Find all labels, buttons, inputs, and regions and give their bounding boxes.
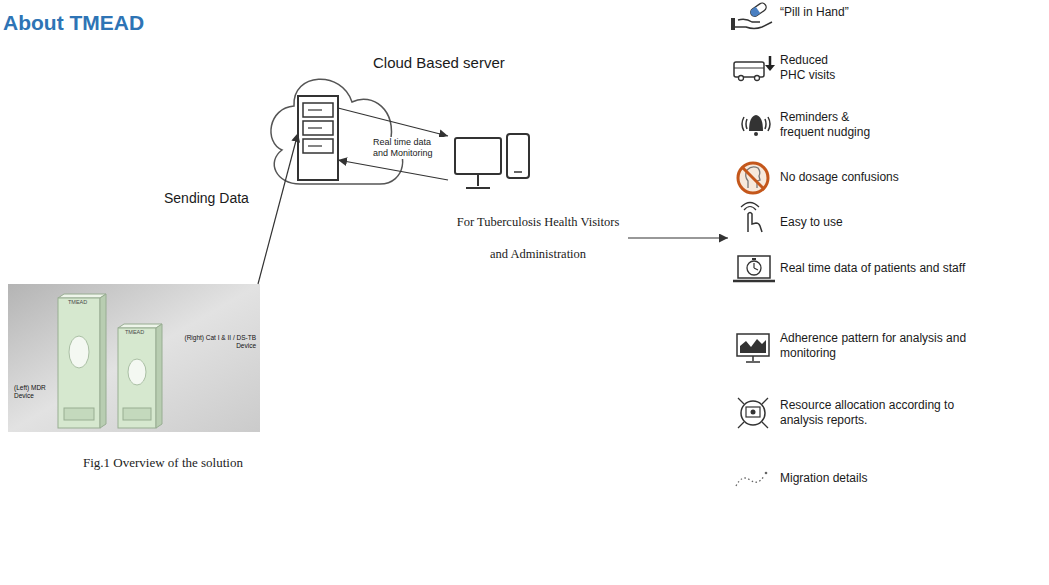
chart-monitor-icon xyxy=(740,339,766,353)
node-label: No dosage confusions xyxy=(780,170,899,184)
flow-arrow xyxy=(628,237,728,238)
cloud-server-icon xyxy=(308,109,322,110)
chart-monitor-icon xyxy=(746,356,760,362)
node-label: Cloud Based server xyxy=(373,54,505,72)
resource-gauge-icon xyxy=(738,398,768,428)
resource-gauge-icon xyxy=(751,410,756,415)
bus-icon xyxy=(734,56,775,81)
cloud-server-icon xyxy=(298,96,338,180)
device-photo-box: (Left) MDR Device (Right) Cat I & II / DS… xyxy=(8,284,260,432)
connector-label: Sending Data xyxy=(163,190,250,207)
pill-hand-icon xyxy=(749,7,760,18)
node-label: Easy to use xyxy=(780,215,843,229)
connector-label: Real time data and Monitoring xyxy=(372,137,444,159)
resource-gauge-icon xyxy=(738,398,768,428)
device-photo xyxy=(64,408,94,420)
pill-hand-icon xyxy=(731,18,735,30)
bell-icon xyxy=(754,132,758,136)
migration-path-icon xyxy=(736,472,767,486)
node-label: Migration details xyxy=(780,471,867,485)
device-photo xyxy=(118,324,162,328)
cloud-server-icon xyxy=(303,103,333,117)
device-photo xyxy=(123,408,151,420)
no-confusion-icon xyxy=(738,163,768,193)
node-label: “Pill in Hand” xyxy=(780,5,849,19)
node-label: For Tuberculosis Health Visitors and Adm… xyxy=(448,206,628,270)
pill-hand-icon xyxy=(749,2,768,18)
device-photo xyxy=(156,324,162,428)
node-label: (Left) MDR Device xyxy=(14,384,56,400)
flow-arrow xyxy=(338,108,448,136)
cloud-server-icon xyxy=(303,139,333,153)
bus-icon xyxy=(755,76,760,81)
device-brand-label: TMEAD xyxy=(125,329,144,336)
device-photo xyxy=(58,294,106,298)
laptop-timer-icon xyxy=(747,261,761,275)
cloud-server-icon xyxy=(303,121,333,135)
node-label: Real time data of patients and staff xyxy=(780,261,965,275)
device-photo xyxy=(128,359,146,385)
bus-icon xyxy=(739,76,744,81)
pill-hand-icon xyxy=(734,22,772,29)
computer-phone-icon xyxy=(466,174,490,188)
node-label: Reminders & frequent nudging xyxy=(780,110,885,140)
tap-hand-icon xyxy=(741,203,762,233)
flow-arrow xyxy=(338,160,448,180)
user-terminal-node: For Tuberculosis Health Visitors and Adm… xyxy=(448,132,628,274)
device-brand-label: TMEAD xyxy=(68,299,87,306)
pill-hand-icon xyxy=(738,19,760,22)
laptop-timer-icon xyxy=(752,258,756,260)
bell-icon xyxy=(749,115,763,131)
migration-path-icon xyxy=(765,472,768,475)
tap-hand-icon xyxy=(748,213,762,233)
node-label: (Right) Cat I & II / DS-TB Device xyxy=(164,334,256,350)
laptop-timer-icon xyxy=(733,280,775,283)
bell-icon xyxy=(742,117,770,131)
page-title: About TMEAD xyxy=(3,10,144,35)
device-photo xyxy=(8,284,260,432)
no-confusion-icon xyxy=(738,163,768,193)
bus-icon xyxy=(769,56,772,66)
migration-path-icon xyxy=(736,476,764,486)
cloud-server-icon xyxy=(308,127,322,128)
node-label: Reduced PHC visits xyxy=(780,53,850,83)
node-label: Adherence pattern for analysis and monit… xyxy=(780,331,995,361)
pill-hand-icon xyxy=(749,2,768,18)
laptop-timer-icon xyxy=(754,263,758,270)
benefit-list: “Pill in Hand” Reduced PHC visitsReminder… xyxy=(728,0,1049,500)
laptop-timer-icon xyxy=(738,256,770,278)
device-photo xyxy=(58,298,100,428)
pill-hand-icon xyxy=(731,2,772,30)
tap-hand-icon xyxy=(741,203,759,211)
cloud-server-node: Cloud Based server xyxy=(298,96,338,180)
resource-gauge-icon xyxy=(746,407,760,417)
computer-phone-icon xyxy=(455,138,501,174)
device-photo xyxy=(69,336,89,368)
cloud-server-icon xyxy=(308,145,322,146)
laptop-timer-icon xyxy=(733,256,775,281)
computer-phone-icon xyxy=(455,134,529,188)
figure-caption: Fig.1 Overview of the solution xyxy=(83,455,243,471)
computer-phone-icon xyxy=(514,171,522,173)
bus-icon xyxy=(734,62,764,77)
bus-icon xyxy=(765,65,775,71)
device-photo xyxy=(118,328,156,428)
resource-gauge-icon xyxy=(741,401,765,425)
computer-phone-icon xyxy=(507,134,529,178)
flow-arrow xyxy=(258,133,298,284)
node-label: Resource allocation according to analysi… xyxy=(780,398,980,428)
bell-icon xyxy=(742,115,770,136)
no-confusion-icon xyxy=(742,167,764,189)
device-photo xyxy=(100,294,106,428)
chart-monitor-icon xyxy=(737,334,769,356)
chart-monitor-icon xyxy=(737,334,769,362)
bus-icon xyxy=(734,68,764,69)
device-photo xyxy=(8,284,260,432)
